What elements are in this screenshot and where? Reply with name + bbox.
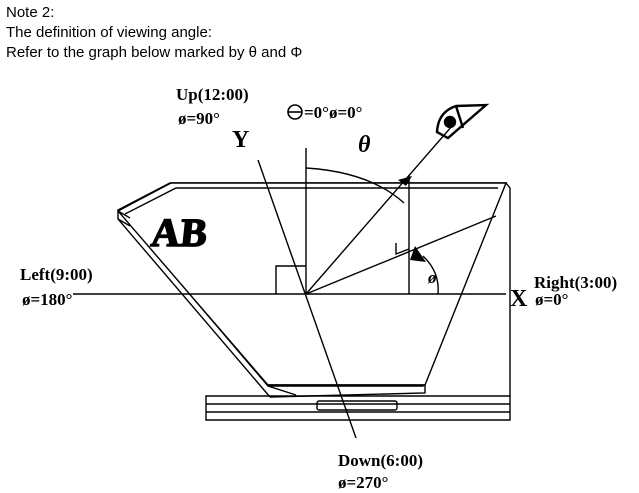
panel-bottom-layer-1 bbox=[268, 384, 426, 398]
theta-symbol: θ bbox=[358, 132, 371, 158]
phi-arc bbox=[422, 255, 439, 295]
down-angle: ø=270° bbox=[338, 473, 389, 492]
left-angle: ø=180° bbox=[22, 290, 73, 309]
phi-arrowhead bbox=[410, 246, 426, 262]
eye-outline bbox=[435, 103, 490, 140]
y-axis-label: Y bbox=[232, 127, 249, 153]
up-label: Up(12:00) bbox=[176, 85, 249, 104]
down-label: Down(6:00) bbox=[338, 451, 423, 470]
eye-lid bbox=[454, 105, 465, 129]
eye-icon bbox=[435, 103, 490, 140]
viewing-direction-line bbox=[305, 125, 453, 295]
note-title: Note 2: bbox=[6, 4, 55, 21]
panel-inner-edge bbox=[124, 187, 498, 215]
normal-right-angle-box bbox=[275, 265, 306, 294]
theta-zero-symbol-icon bbox=[287, 104, 303, 120]
theta-arc bbox=[305, 167, 405, 204]
panel-inner-edge-2 bbox=[117, 210, 131, 219]
panel-left-edge-2 bbox=[117, 218, 131, 227]
connector-tab bbox=[316, 400, 398, 411]
theta-arrowhead bbox=[398, 176, 412, 186]
eye-pupil bbox=[443, 115, 457, 129]
right-angle: ø=0° bbox=[535, 290, 569, 309]
note-definition: The definition of viewing angle: bbox=[6, 24, 212, 41]
panel-ab-text-group: AB bbox=[148, 209, 210, 255]
arrowheads bbox=[398, 176, 426, 262]
right-label: Right(3:00) bbox=[534, 273, 617, 292]
panel-ab-text: AB bbox=[149, 210, 209, 255]
panel-bottom-layer-2 bbox=[205, 395, 511, 421]
axes bbox=[73, 125, 506, 439]
panel-right-edge bbox=[505, 182, 511, 396]
left-label: Left(9:00) bbox=[20, 265, 93, 284]
phi-symbol: ø bbox=[427, 268, 437, 287]
x-axis-label: X bbox=[510, 286, 528, 312]
theta-zero-label: =0°ø=0° bbox=[304, 103, 362, 122]
up-angle: ø=90° bbox=[178, 109, 220, 128]
projection-line bbox=[305, 215, 497, 295]
projection-right-angle-box bbox=[395, 243, 410, 256]
y-axis-line bbox=[257, 159, 357, 439]
note-refer: Refer to the graph below marked by θ and… bbox=[6, 44, 303, 61]
